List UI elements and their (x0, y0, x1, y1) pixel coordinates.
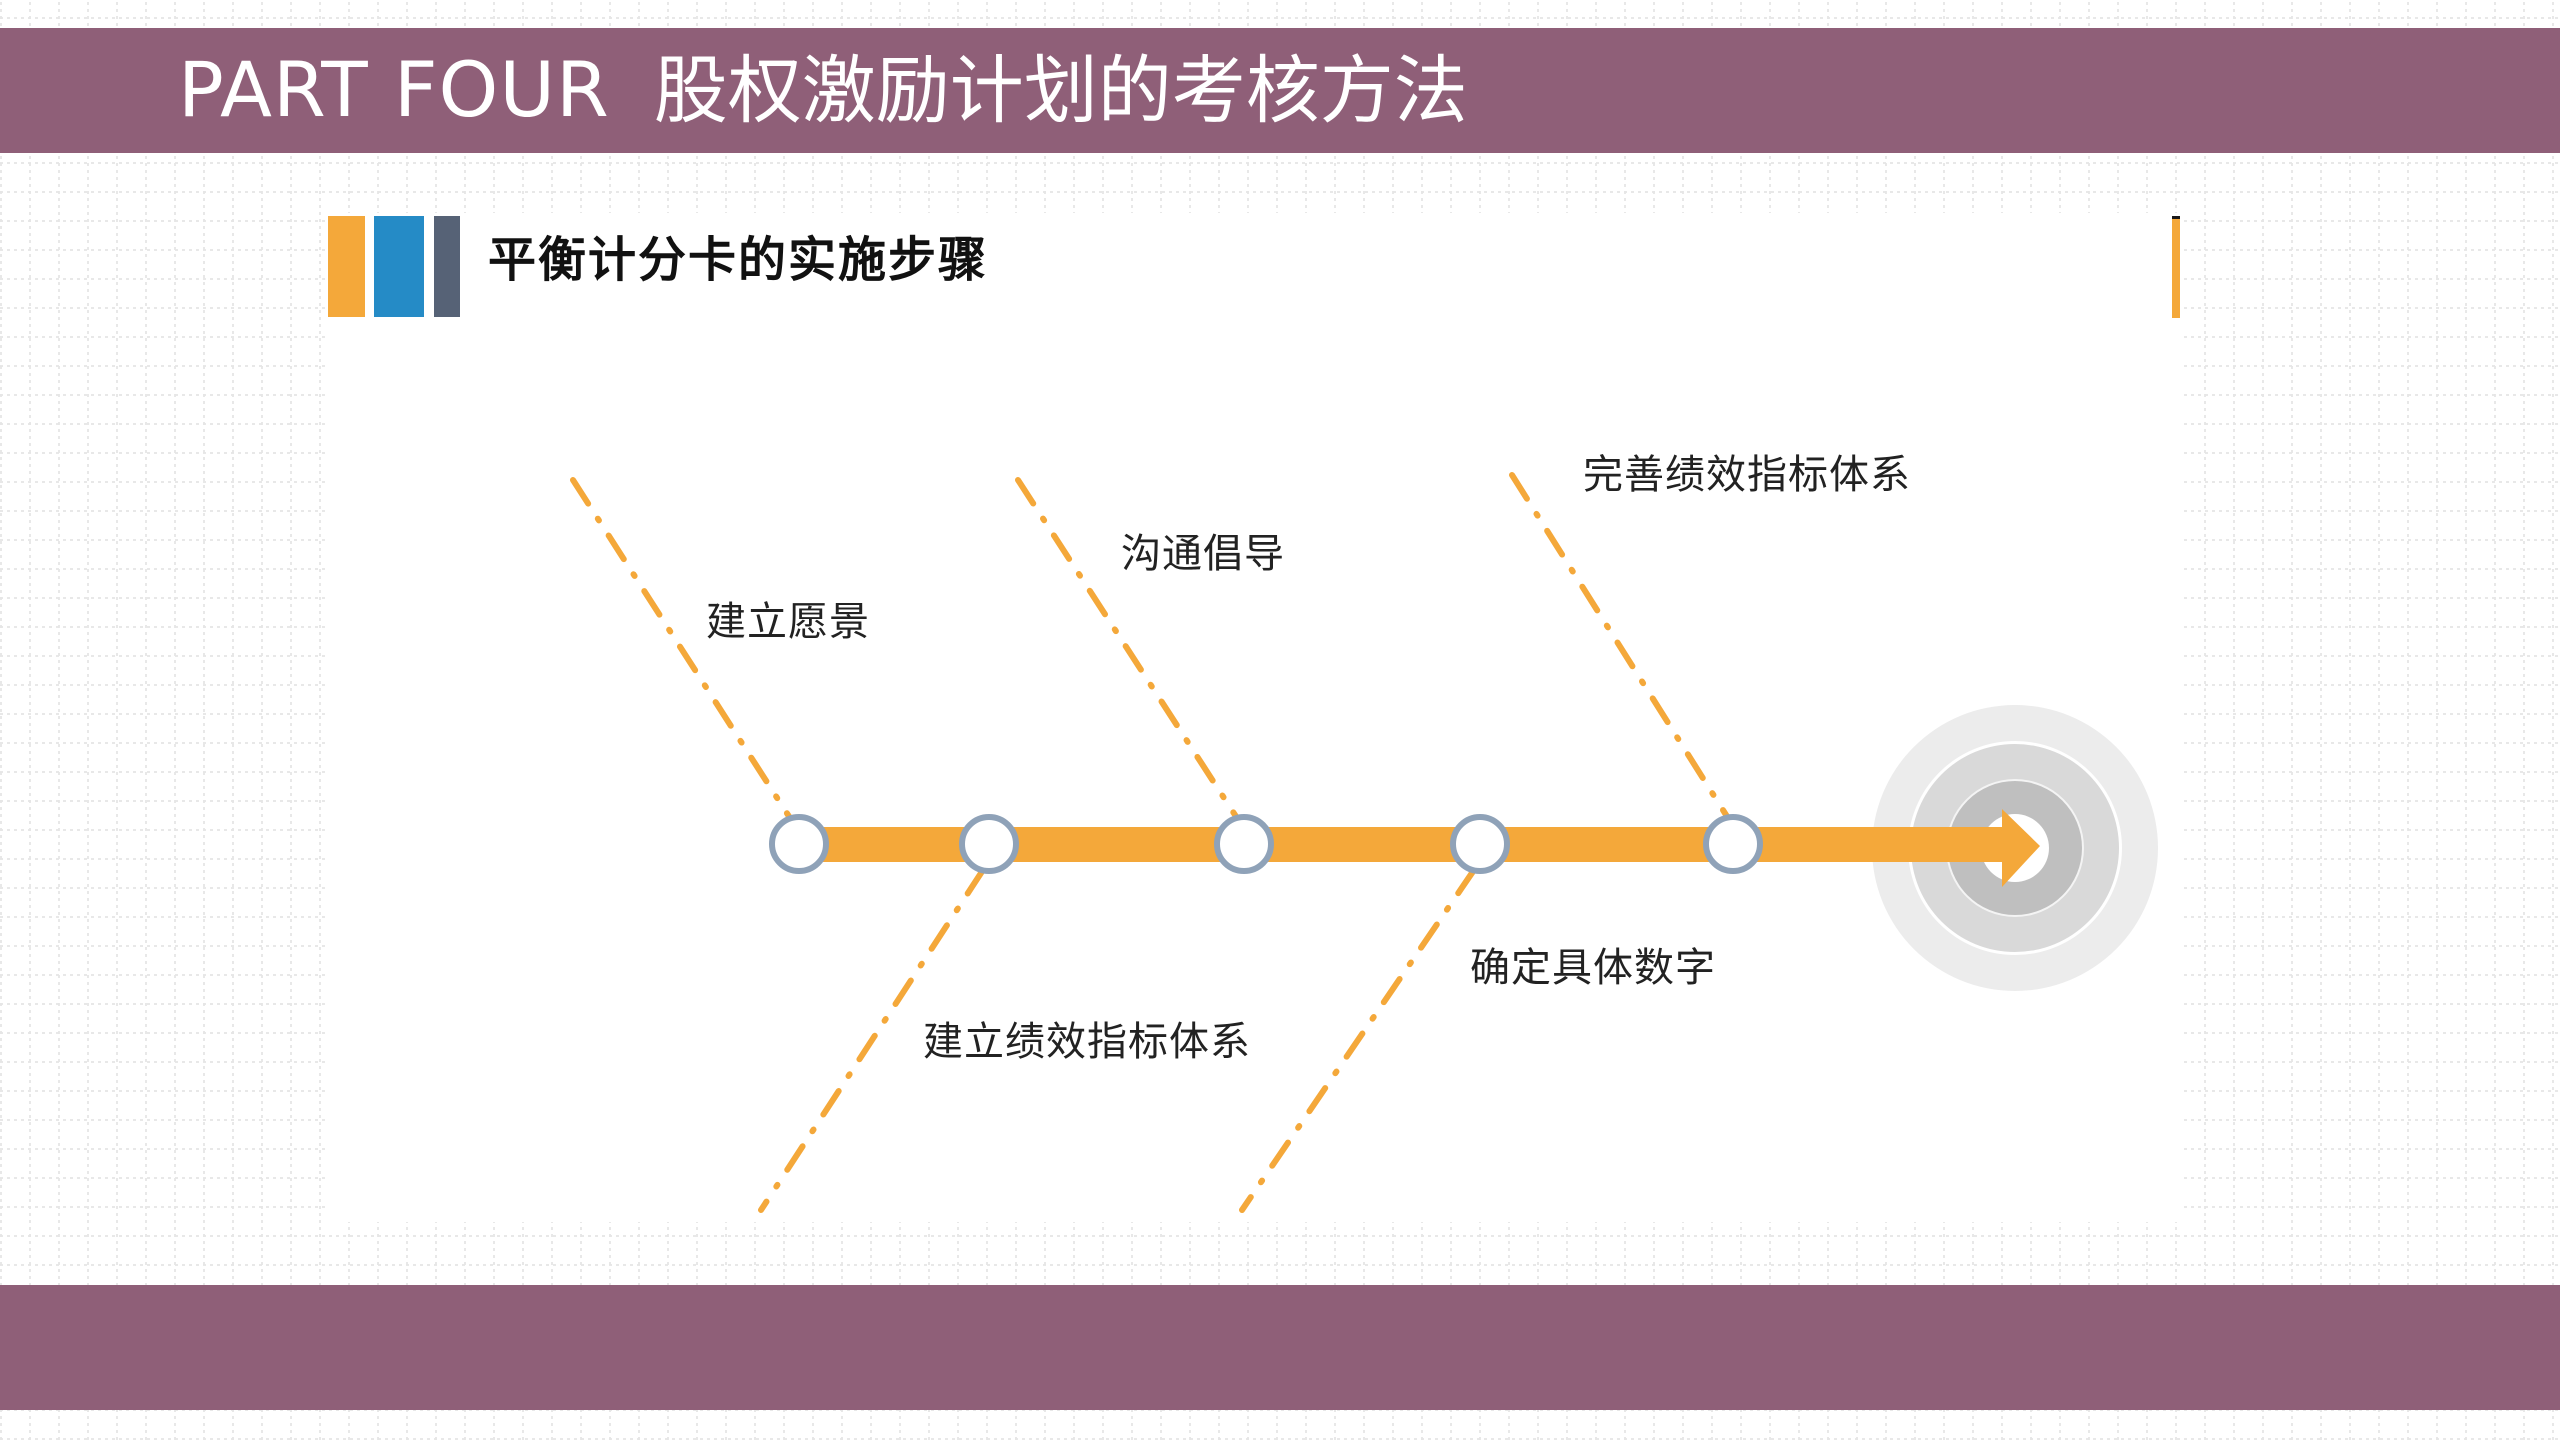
connector-line-top-1 (570, 477, 793, 821)
decor-right-mark (2172, 216, 2180, 318)
timeline-nodes (769, 814, 1763, 874)
connector-line-top-2 (1015, 477, 1240, 821)
decor-bar-slate (434, 216, 460, 317)
footer-band (0, 1285, 2560, 1410)
decor-bar-blue (374, 216, 424, 317)
node-3 (1214, 814, 1274, 874)
connector-lines (570, 472, 1731, 1213)
connector-line-top-3 (1509, 472, 1731, 821)
node-1 (769, 814, 829, 874)
part-label: PART FOUR (178, 45, 610, 134)
step-label-4: 确定具体数字 (1470, 945, 1716, 991)
content-panel (327, 213, 2180, 1222)
step-label-2: 建立绩效指标体系 (923, 1019, 1251, 1065)
connector-line-bottom-2 (1239, 867, 1477, 1213)
decor-bar-orange (328, 216, 365, 317)
node-2 (959, 814, 1019, 874)
node-5 (1703, 814, 1763, 874)
step-label-1: 建立愿景 (706, 599, 870, 645)
connector-line-bottom-1 (758, 867, 986, 1213)
header-band (0, 28, 2560, 153)
part-title: 股权激励计划的考核方法 (653, 48, 1468, 134)
page-title: PART FOUR 股权激励计划的考核方法 (178, 40, 1468, 140)
node-4 (1450, 814, 1510, 874)
step-label-5: 完善绩效指标体系 (1583, 452, 1911, 498)
step-label-3: 沟通倡导 (1121, 531, 1285, 577)
section-title: 平衡计分卡的实施步骤 (488, 232, 989, 288)
